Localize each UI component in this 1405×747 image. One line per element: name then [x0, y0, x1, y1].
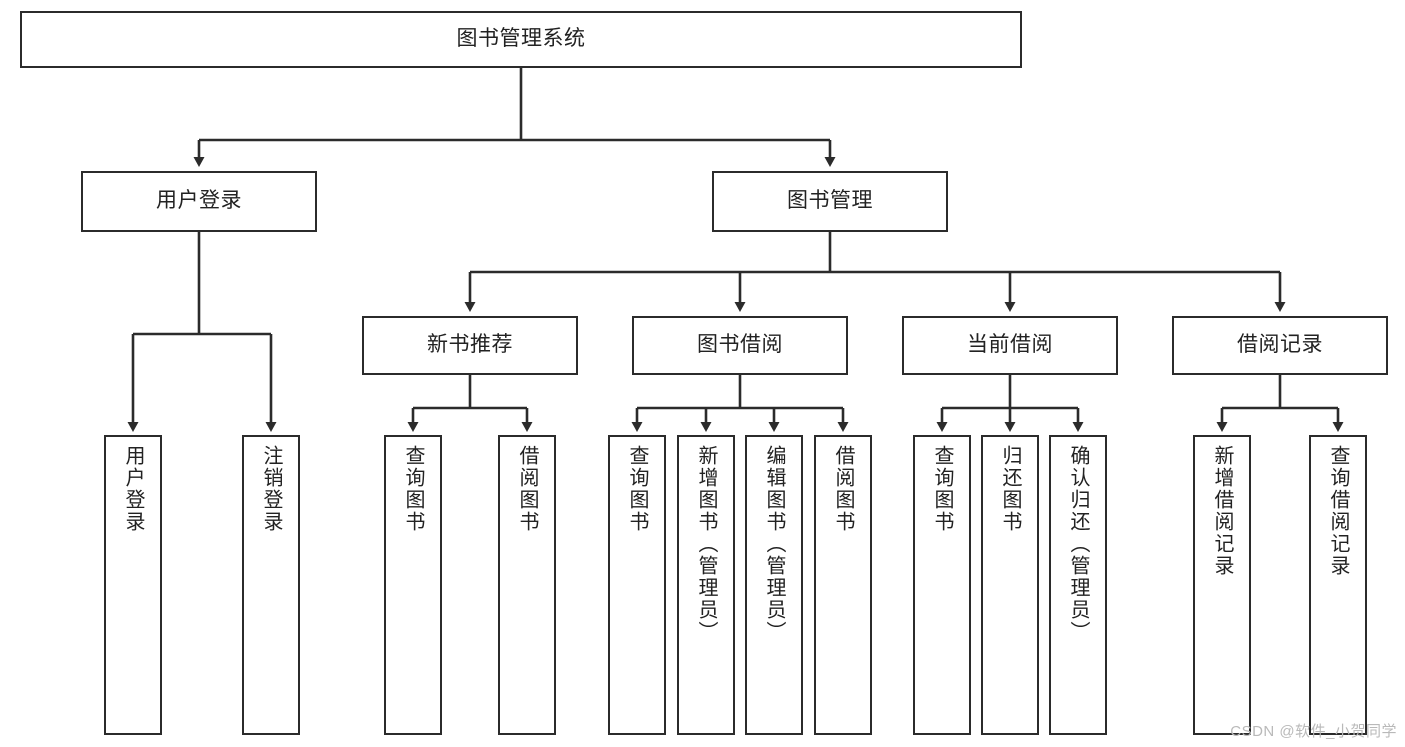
node-label: 编辑图书（管理员） [763, 445, 785, 643]
node-label: 查询图书 [931, 445, 953, 533]
node-user-login[interactable]: 用户登录 [81, 171, 317, 232]
node-label: 当前借阅 [967, 333, 1053, 357]
leaf-user-login-logout[interactable]: 注销登录 [242, 435, 300, 735]
node-label: 注销登录 [260, 445, 282, 533]
leaf-borrow-record-add-record[interactable]: 新增借阅记录 [1193, 435, 1251, 735]
node-label: 新增图书（管理员） [695, 445, 717, 643]
node-label: 确认归还（管理员） [1067, 445, 1089, 643]
node-label: 新增借阅记录 [1211, 445, 1233, 577]
leaf-user-login-login[interactable]: 用户登录 [104, 435, 162, 735]
node-label: 查询图书 [626, 445, 648, 533]
leaf-borrow-record-query-record[interactable]: 查询借阅记录 [1309, 435, 1367, 735]
node-label: 图书管理系统 [456, 27, 586, 51]
node-label: 借阅图书 [832, 445, 854, 533]
node-borrow-records[interactable]: 借阅记录 [1172, 316, 1388, 375]
node-label: 借阅图书 [516, 445, 538, 533]
node-current-borrowing[interactable]: 当前借阅 [902, 316, 1118, 375]
node-label: 归还图书 [999, 445, 1021, 533]
leaf-book-borrow-add-book-admin[interactable]: 新增图书（管理员） [677, 435, 735, 735]
csdn-watermark: CSDN @软件_小贺同学 [1230, 723, 1397, 740]
leaf-new-book-query-book[interactable]: 查询图书 [384, 435, 442, 735]
node-book-borrowing[interactable]: 图书借阅 [632, 316, 848, 375]
leaf-book-borrow-borrow-book[interactable]: 借阅图书 [814, 435, 872, 735]
node-new-book-recommendation[interactable]: 新书推荐 [362, 316, 578, 375]
node-root-book-management-system[interactable]: 图书管理系统 [20, 11, 1022, 68]
leaf-current-borrow-query-book[interactable]: 查询图书 [913, 435, 971, 735]
leaf-book-borrow-edit-book-admin[interactable]: 编辑图书（管理员） [745, 435, 803, 735]
node-label: 查询借阅记录 [1327, 445, 1349, 577]
node-book-management[interactable]: 图书管理 [712, 171, 948, 232]
leaf-current-borrow-confirm-return-admin[interactable]: 确认归还（管理员） [1049, 435, 1107, 735]
node-label: 用户登录 [122, 445, 144, 533]
leaf-book-borrow-query-book[interactable]: 查询图书 [608, 435, 666, 735]
leaf-new-book-borrow-book[interactable]: 借阅图书 [498, 435, 556, 735]
node-label: 新书推荐 [427, 333, 513, 357]
node-label: 图书管理 [787, 189, 873, 213]
node-label: 查询图书 [402, 445, 424, 533]
node-label: 图书借阅 [697, 333, 783, 357]
node-label: 借阅记录 [1237, 333, 1323, 357]
node-label: 用户登录 [156, 189, 242, 213]
leaf-current-borrow-return-book[interactable]: 归还图书 [981, 435, 1039, 735]
